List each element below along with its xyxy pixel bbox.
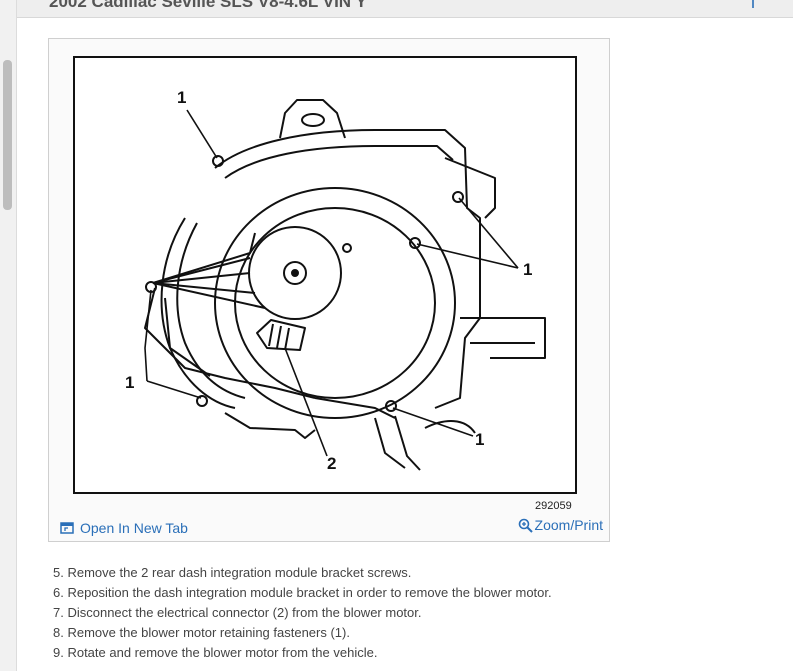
figure-container: 1 1 1 1 2 292059 Open In New Tab Zoom/Pr… — [48, 38, 610, 542]
page-title: 2002 Cadillac Seville SLS V8-4.6L VIN Y — [49, 0, 367, 11]
step-8: 8. Remove the blower motor retaining fas… — [53, 625, 350, 640]
blower-motor-diagram: 1 1 1 1 2 — [73, 56, 577, 494]
external-link-icon[interactable] — [741, 0, 755, 10]
zoom-print-label: Zoom/Print — [534, 517, 603, 533]
page-header: 2002 Cadillac Seville SLS V8-4.6L VIN Y — [17, 0, 793, 18]
scrollbar-thumb[interactable] — [3, 60, 12, 210]
open-in-new-tab-label: Open In New Tab — [80, 520, 188, 536]
callout-1-top: 1 — [177, 88, 187, 107]
callout-1-bottom: 1 — [475, 430, 485, 449]
open-in-new-tab-link[interactable]: Open In New Tab — [60, 520, 188, 536]
step-6: 6. Reposition the dash integration modul… — [53, 585, 552, 600]
figure-id: 292059 — [535, 500, 572, 512]
zoom-print-link[interactable]: Zoom/Print — [518, 517, 603, 533]
step-9: 9. Rotate and remove the blower motor fr… — [53, 645, 378, 660]
step-5: 5. Remove the 2 rear dash integration mo… — [53, 565, 412, 580]
procedure-steps: 5. Remove the 2 rear dash integration mo… — [53, 563, 552, 663]
callout-1-left: 1 — [125, 373, 135, 392]
zoom-in-icon — [518, 518, 533, 533]
step-7: 7. Disconnect the electrical connector (… — [53, 605, 422, 620]
blower-motor-illustration — [144, 99, 546, 471]
new-tab-icon — [60, 522, 74, 534]
callout-2: 2 — [327, 454, 337, 473]
callout-1-right: 1 — [523, 260, 533, 279]
left-scrollbar[interactable] — [0, 0, 17, 671]
